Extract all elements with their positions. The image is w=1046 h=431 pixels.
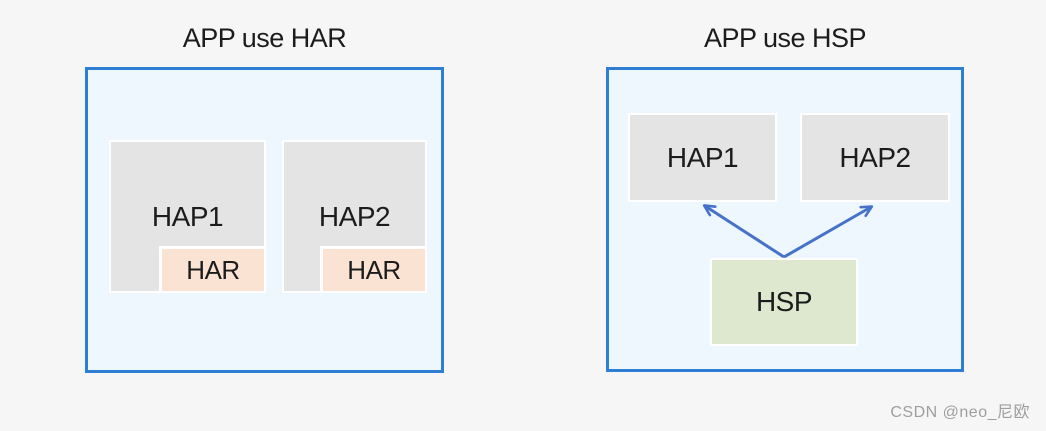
right-diagram-title: APP use HSP — [703, 23, 867, 53]
app-container-hsp: HAP1 HAP2 HSP — [606, 67, 964, 372]
hap1-box-with-har: HAP1 HAR — [109, 140, 266, 293]
hap1-shared-label: HAP1 — [666, 141, 739, 173]
har2-label: HAR — [347, 254, 401, 285]
har-box-in-hap2: HAR — [320, 246, 425, 291]
hap1-label: HAP1 — [151, 200, 224, 232]
hsp-label: HSP — [755, 286, 813, 317]
hap2-box-with-har: HAP2 HAR — [282, 140, 427, 293]
hap2-label: HAP2 — [318, 200, 391, 232]
arrow-hsp-to-hap2-icon — [783, 205, 874, 259]
har1-label: HAR — [186, 254, 240, 285]
har-box-in-hap1: HAR — [159, 246, 264, 291]
app-container-har: HAP1 HAR HAP2 HAR — [85, 67, 444, 373]
left-diagram-title: APP use HAR — [182, 23, 347, 53]
hap2-box-shared: HAP2 — [800, 113, 950, 202]
hap2-shared-label: HAP2 — [839, 141, 911, 173]
hap1-box-shared: HAP1 — [628, 113, 777, 202]
hsp-shared-package-box: HSP — [710, 258, 858, 346]
arrow-hsp-to-hap1-icon — [702, 204, 785, 259]
csdn-watermark: CSDN @neo_尼欧 — [890, 404, 1030, 421]
